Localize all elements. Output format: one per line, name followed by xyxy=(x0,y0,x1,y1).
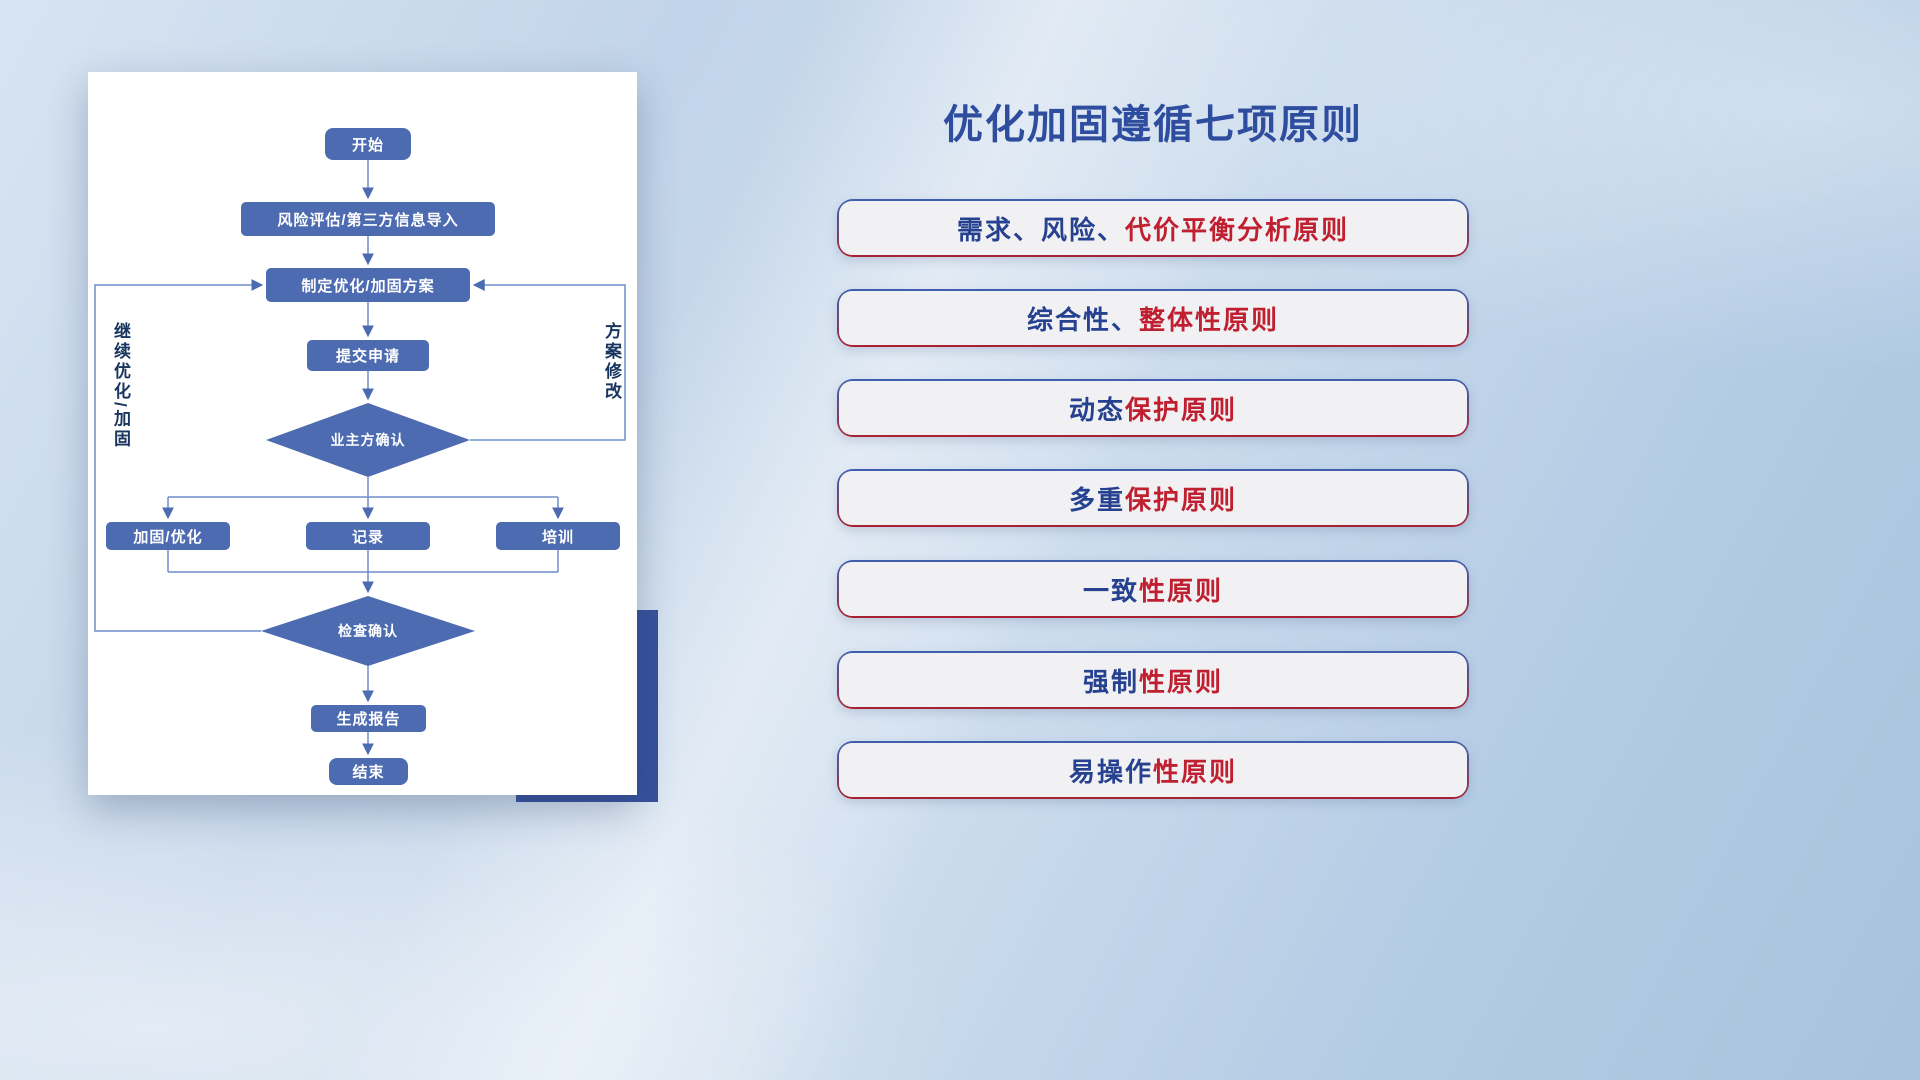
principle-text-4: 多重保护原则 xyxy=(839,471,1467,525)
flowchart-node-reinforce: 加固/优化 xyxy=(106,522,230,550)
principle-7-part2: 性原则 xyxy=(1153,756,1238,787)
principle-card-1: 需求、风险、代价平衡分析原则 xyxy=(837,199,1469,257)
flowchart-node-risk-import: 风险评估/第三方信息导入 xyxy=(241,202,495,236)
principle-4-part1: 多重 xyxy=(1068,484,1125,515)
principle-3-part1: 动态 xyxy=(1068,394,1125,425)
principle-card-6: 强制性原则 xyxy=(837,651,1469,709)
flowchart-node-end: 结束 xyxy=(329,758,408,785)
flowchart-card: 开始 风险评估/第三方信息导入 制定优化/加固方案 提交申请 业主方确认 加固/… xyxy=(88,72,637,795)
page-title: 优化加固遵循七项原则 xyxy=(943,103,1363,147)
principle-text-3: 动态保护原则 xyxy=(839,381,1467,435)
flowchart-node-report: 生成报告 xyxy=(311,705,426,732)
principle-7-part1: 易操作 xyxy=(1068,756,1153,787)
principle-2-part1: 综合性、 xyxy=(1026,304,1139,335)
principle-5-part2: 性原则 xyxy=(1139,575,1224,606)
principle-6-part1: 强制 xyxy=(1082,666,1139,697)
flowchart-node-start: 开始 xyxy=(325,128,411,160)
principle-1-part1: 需求、风险、 xyxy=(956,214,1125,245)
flowchart-node-submit: 提交申请 xyxy=(307,340,429,371)
principle-text-5: 一致性原则 xyxy=(839,562,1467,616)
principle-card-3: 动态保护原则 xyxy=(837,379,1469,437)
principle-2-part2: 整体性原则 xyxy=(1139,304,1280,335)
flowchart-node-training: 培训 xyxy=(496,522,620,550)
principle-6-part2: 性原则 xyxy=(1139,666,1224,697)
flowchart-node-make-plan: 制定优化/加固方案 xyxy=(266,268,470,302)
principle-card-2: 综合性、整体性原则 xyxy=(837,289,1469,347)
flowchart-label-plan-revise: 方案修改 xyxy=(602,322,621,402)
flowchart-label-continue-loop: 继续优化/加固 xyxy=(111,322,130,450)
principle-card-4: 多重保护原则 xyxy=(837,469,1469,527)
principle-card-5: 一致性原则 xyxy=(837,560,1469,618)
principle-1-part2: 代价平衡分析原则 xyxy=(1125,214,1350,245)
principle-text-7: 易操作性原则 xyxy=(839,743,1467,797)
principle-3-part2: 保护原则 xyxy=(1125,394,1238,425)
principle-text-2: 综合性、整体性原则 xyxy=(839,291,1467,345)
flowchart-connectors xyxy=(94,160,626,756)
principle-4-part2: 保护原则 xyxy=(1125,484,1238,515)
principle-5-part1: 一致 xyxy=(1082,575,1139,606)
flowchart-node-record: 记录 xyxy=(306,522,430,550)
principle-text-6: 强制性原则 xyxy=(839,653,1467,707)
principle-card-7: 易操作性原则 xyxy=(837,741,1469,799)
principle-text-1: 需求、风险、代价平衡分析原则 xyxy=(839,201,1467,255)
